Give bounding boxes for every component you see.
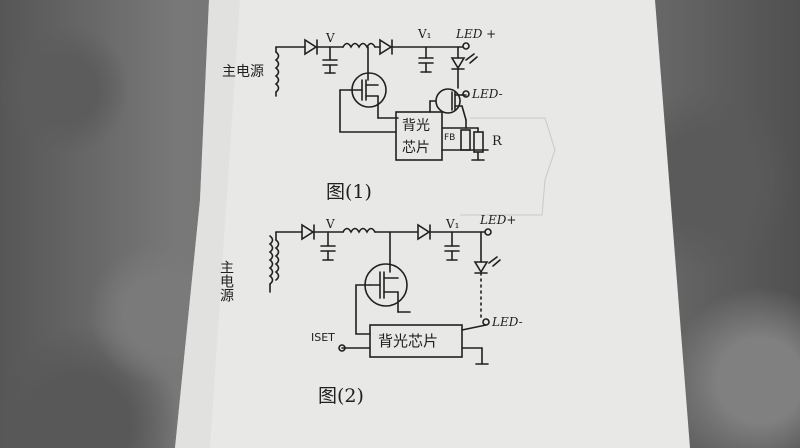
transformer-1-coil xyxy=(274,51,280,93)
led-plus-label-1: LED + xyxy=(455,27,496,41)
mosfet-1 xyxy=(339,46,387,119)
pencil-trace-line xyxy=(460,117,556,216)
led-1 xyxy=(450,46,478,89)
figure-2-caption: 图(2) xyxy=(318,385,364,407)
ic-1-label-line1: 背光 xyxy=(402,118,430,134)
paper-shape xyxy=(175,0,690,448)
v1-label-2: V₁ xyxy=(445,217,459,231)
led-minus-label-1: LED- xyxy=(471,87,503,101)
figure-1-caption: 图(1) xyxy=(326,181,372,203)
r-label: R xyxy=(492,134,503,149)
led-2 xyxy=(473,231,501,319)
led-plus-label-2: LED+ xyxy=(479,213,516,227)
v-label-1: V xyxy=(325,31,335,45)
mosfet-3 xyxy=(364,231,408,313)
ic-2-box xyxy=(369,324,463,358)
led-minus-label-2: LED- xyxy=(491,315,523,329)
inductor-2 xyxy=(342,227,376,234)
fb-label: FB xyxy=(444,133,455,143)
source-label-1: 主电源 xyxy=(222,64,264,80)
source-label-2: 主电源 xyxy=(218,260,234,302)
v-label-2: V xyxy=(325,217,335,231)
ic-1-box xyxy=(395,111,443,161)
ic-2-label: 背光芯片 xyxy=(378,332,438,350)
mosfet-2 xyxy=(429,88,467,121)
iset-label: ISET xyxy=(311,331,335,344)
transformer-2-coil xyxy=(268,235,274,285)
figure-2-circuit xyxy=(268,223,501,365)
figure-1-circuit xyxy=(274,38,489,161)
v1-label-1: V₁ xyxy=(417,27,431,41)
paper-shade xyxy=(175,0,240,448)
ic-1-label-line2: 芯片 xyxy=(402,140,430,156)
inductor-1 xyxy=(342,42,376,49)
